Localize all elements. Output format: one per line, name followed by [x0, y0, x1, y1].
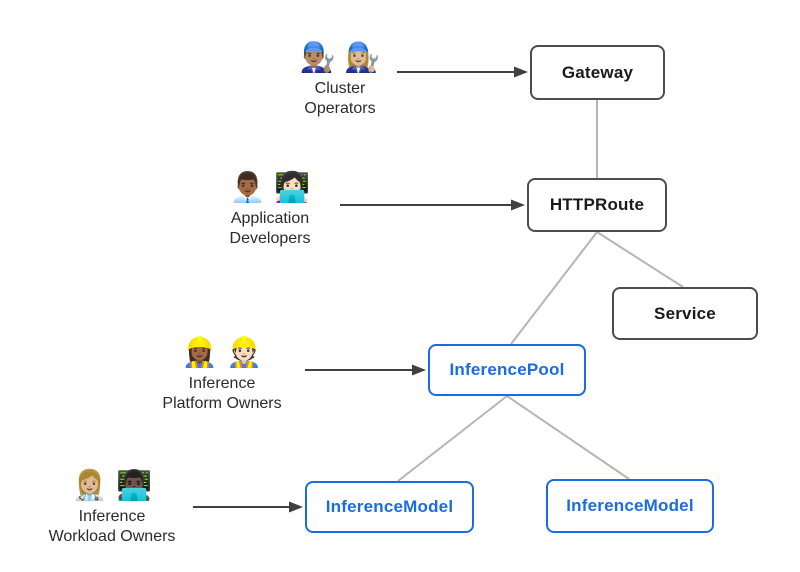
edge-httproute-service: [596, 231, 684, 288]
actor-label-inference-workload-owners: Inference Workload Owners: [48, 508, 176, 546]
construction-worker-emoji-icons: 👷🏾‍♀️ 👷🏻: [181, 337, 263, 369]
node-inference-model: InferenceModel: [305, 481, 474, 533]
actor-cluster-operators: 👨🏽‍🔧 👩🏼‍🔧 Cluster Operators: [270, 40, 410, 120]
actor-inference-platform-owners: 👷🏾‍♀️ 👷🏻 Inference Platform Owners: [147, 335, 297, 415]
arrowhead-icon-inference-platform-owners-inference-pool: [412, 364, 426, 376]
actor-inference-workload-owners: 👩🏼‍⚕️ 👨🏿‍💻 Inference Workload Owners: [32, 468, 192, 548]
edge-inference-pool-inference-model-2: [506, 395, 630, 480]
edge-httproute-inference-pool: [510, 231, 598, 345]
node-service: Service: [612, 287, 758, 340]
node-inference-pool: InferencePool: [428, 344, 586, 396]
mechanic-emoji-icons: 👨🏽‍🔧 👩🏼‍🔧: [299, 42, 381, 74]
developer-emoji-icons: 👨🏾‍💼 👩🏻‍💻: [229, 172, 311, 204]
arrowhead-icon-application-developers-httproute: [511, 199, 525, 211]
arrowhead-icon-cluster-operators-gateway: [514, 66, 528, 78]
actor-application-developers: 👨🏾‍💼 👩🏻‍💻 Application Developers: [200, 170, 340, 250]
actor-label-cluster-operators: Cluster Operators: [304, 80, 376, 118]
edge-inference-pool-inference-model-1: [397, 395, 508, 482]
node-gateway: Gateway: [530, 45, 665, 100]
actor-label-inference-platform-owners: Inference Platform Owners: [162, 375, 282, 413]
actor-label-application-developers: Application Developers: [229, 210, 311, 248]
arrowhead-icon-inference-workload-owners-inference-model-1: [289, 501, 303, 513]
workload-owner-emoji-icons: 👩🏼‍⚕️ 👨🏿‍💻: [71, 470, 153, 502]
node-inference-model: InferenceModel: [546, 479, 714, 533]
node-httproute: HTTPRoute: [527, 178, 667, 232]
